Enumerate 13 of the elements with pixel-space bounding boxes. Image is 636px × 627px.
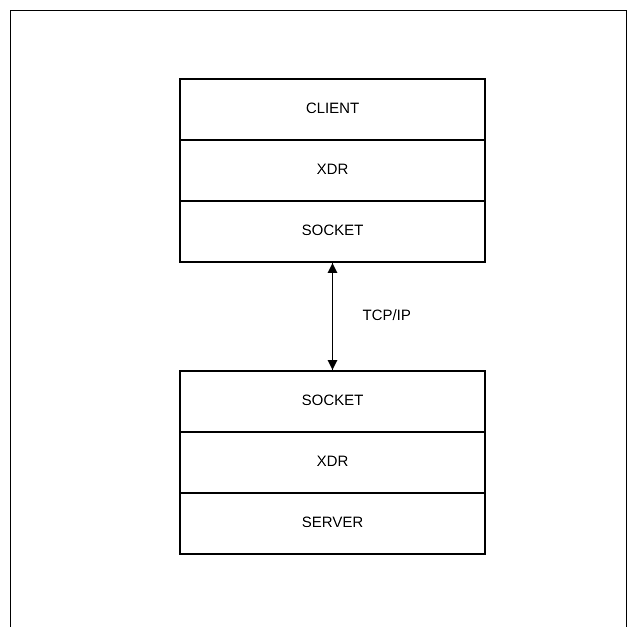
- layer-label: XDR: [316, 160, 348, 180]
- layer-box: [179, 431, 486, 494]
- double-arrow: [328, 262, 338, 370]
- layer-label: SOCKET: [302, 391, 364, 412]
- layer-box: [179, 78, 486, 141]
- layer-box: [179, 370, 486, 433]
- layer-label: CLIENT: [306, 99, 360, 120]
- layer-box: [179, 200, 486, 263]
- layer-label: SERVER: [302, 513, 364, 534]
- layer-label: XDR: [316, 452, 348, 472]
- layer-label: SOCKET: [302, 221, 364, 242]
- layer-box: [179, 492, 486, 555]
- layer-box: [179, 139, 486, 202]
